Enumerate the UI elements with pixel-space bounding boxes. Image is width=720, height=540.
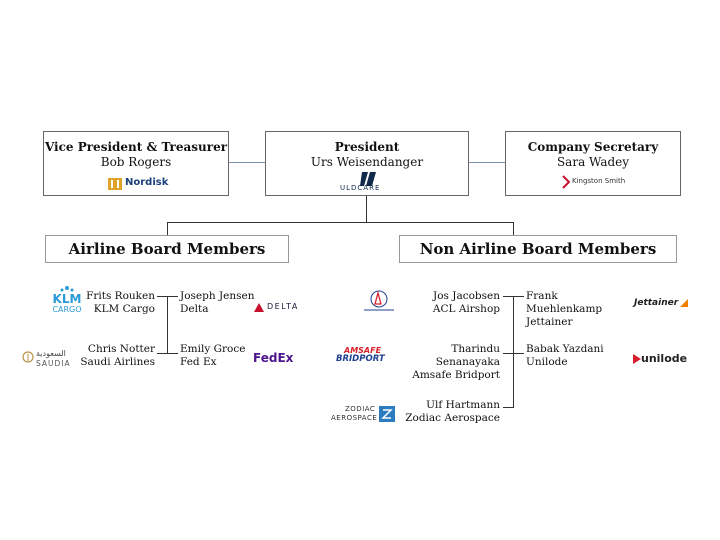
amsafe-logo-text: AMSAFE xyxy=(344,346,382,355)
member-company: Amsafe Bridport xyxy=(412,369,500,381)
connector-president-secretary xyxy=(469,162,505,163)
vp-name: Bob Rogers xyxy=(100,155,172,169)
member-name: Frits Rouken xyxy=(86,290,155,302)
member-name: Ulf Hartmann xyxy=(426,399,500,411)
jettainer-logo: Jettainer xyxy=(634,298,688,312)
airline-tick-1 xyxy=(157,296,178,297)
zodiac-logo-text: ZODIAC xyxy=(345,405,376,413)
zodiac-mark-icon xyxy=(379,406,395,422)
vp-title: Vice President & Treasurer xyxy=(44,140,228,154)
saudia-logo-text: SAUDIA xyxy=(36,359,71,368)
saudia-logo: السعودية SAUDIA xyxy=(22,349,86,369)
airline-board-header: Airline Board Members xyxy=(45,235,289,263)
airline-tick-2 xyxy=(157,353,178,354)
zodiac-aerospace-logo: ZODIAC AEROSPACE xyxy=(331,404,397,426)
member-tharindu-senanayaka: Tharindu Senanayaka Amsafe Bridport xyxy=(395,343,500,382)
nordisk-logo-text: Nordisk xyxy=(125,177,169,188)
saudia-arabic-text: السعودية xyxy=(36,349,66,358)
klm-cargo-sub: CARGO xyxy=(52,305,82,314)
jettainer-mark-icon xyxy=(680,299,688,307)
unilode-logo-text: unilode xyxy=(641,352,688,365)
aerospace-logo-text: AEROSPACE xyxy=(331,414,378,422)
member-company: Unilode xyxy=(526,356,568,368)
member-emily-groce: Emily Groce Fed Ex xyxy=(180,343,260,369)
president-name: Urs Weisendanger xyxy=(310,155,424,169)
member-name: Tharindu Senanayaka xyxy=(435,343,500,368)
uldcare-icon xyxy=(360,172,376,186)
member-name: Frank Muehlenkamp xyxy=(526,290,603,315)
connector-right-branch xyxy=(513,222,514,236)
airline-members-trunk xyxy=(167,296,168,354)
member-company: ACL Airshop xyxy=(432,303,500,315)
delta-widget-icon xyxy=(254,303,264,312)
president-title: President xyxy=(334,140,400,154)
member-name: Chris Notter xyxy=(87,343,155,355)
fedex-logo: FedEx xyxy=(253,351,297,367)
member-company: Zodiac Aerospace xyxy=(405,412,500,424)
vp-box: Vice President & Treasurer Bob Rogers No… xyxy=(43,131,229,196)
connector-left-branch xyxy=(167,222,168,236)
member-company: Delta xyxy=(180,303,209,315)
bridport-logo-text: BRIDPORT xyxy=(336,354,385,364)
nordisk-icon xyxy=(108,178,122,190)
delta-logo-text: DELTA xyxy=(267,302,299,311)
jettainer-logo-text: Jettainer xyxy=(634,298,679,308)
member-frank-muehlenkamp: Frank Muehlenkamp Jettainer xyxy=(526,290,636,329)
delta-logo: DELTA xyxy=(254,302,308,314)
saudia-palm-icon xyxy=(22,351,34,363)
member-ulf-hartmann: Ulf Hartmann Zodiac Aerospace xyxy=(400,399,500,425)
member-company: Fed Ex xyxy=(180,356,217,368)
acl-airshop-icon xyxy=(364,290,394,311)
fedex-logo-text: FedEx xyxy=(253,351,294,365)
acl-logo xyxy=(362,290,398,314)
member-name: Joseph Jensen xyxy=(180,290,255,302)
connector-president-down xyxy=(366,196,367,222)
member-babak-yazdani: Babak Yazdani Unilode xyxy=(526,343,626,369)
member-joseph-jensen: Joseph Jensen Delta xyxy=(180,290,260,316)
nonairline-tick-3 xyxy=(503,407,514,408)
klm-logo-text: KLM xyxy=(52,292,82,306)
president-box: President Urs Weisendanger ULDCARE xyxy=(265,131,469,196)
kingston-smith-icon xyxy=(562,175,570,189)
member-chris-notter: Chris Notter Saudi Airlines xyxy=(55,343,155,369)
uldcare-logo-text: ULDCARE xyxy=(340,184,381,192)
nonairline-tick-1 xyxy=(503,296,524,297)
unilode-mark-icon xyxy=(633,354,641,364)
secretary-name: Sara Wadey xyxy=(556,155,630,169)
member-company: Jettainer xyxy=(526,316,573,328)
klm-cargo-logo: KLM CARGO xyxy=(49,286,85,316)
nonairline-members-trunk xyxy=(513,296,514,408)
secretary-box: Company Secretary Sara Wadey Kingston Sm… xyxy=(505,131,681,196)
unilode-logo: unilode xyxy=(633,352,687,366)
member-frits-rouken: Frits Rouken KLM Cargo xyxy=(55,290,155,316)
klm-crown-icon xyxy=(60,286,74,292)
nordisk-logo: Nordisk xyxy=(108,177,168,191)
amsafe-bridport-logo: AMSAFE BRIDPORT xyxy=(334,346,396,366)
member-company: Saudi Airlines xyxy=(80,356,155,368)
member-name: Emily Groce xyxy=(180,343,246,355)
connector-vp-president xyxy=(229,162,265,163)
member-name: Babak Yazdani xyxy=(526,343,604,355)
kingston-smith-logo-text: Kingston Smith xyxy=(572,177,626,185)
secretary-title: Company Secretary xyxy=(527,140,659,154)
nonairline-board-header: Non Airline Board Members xyxy=(399,235,677,263)
member-name: Jos Jacobsen xyxy=(432,290,500,302)
member-company: KLM Cargo xyxy=(93,303,155,315)
member-jos-jacobsen: Jos Jacobsen ACL Airshop xyxy=(400,290,500,316)
connector-horizontal-branch xyxy=(167,222,513,223)
nonairline-tick-2 xyxy=(503,353,524,354)
